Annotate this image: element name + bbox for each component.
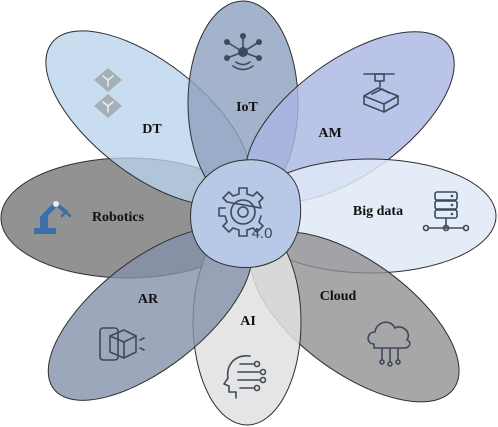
center-label: 4.0 (252, 225, 273, 242)
ai-head-icon (223, 355, 267, 399)
robot-arm-icon (34, 201, 72, 234)
center-hub: 4.0 (190, 159, 302, 268)
petal-label-cloud: Cloud (320, 289, 357, 304)
petal-label-ai: AI (240, 314, 256, 329)
cloud-network-icon (367, 321, 411, 367)
petal-label-iot: IoT (236, 100, 258, 115)
petal-label-big-data: Big data (353, 204, 403, 219)
network-hub-icon (224, 33, 262, 71)
gear-industry-4-icon (218, 187, 264, 237)
petal-label-robotics: Robotics (92, 210, 145, 225)
ar-phone-icon (99, 327, 145, 361)
petal-label-ar: AR (138, 292, 159, 307)
petal-label-dt: DT (142, 122, 162, 137)
center-blob (190, 159, 302, 268)
3d-printer-icon (363, 73, 399, 113)
digital-twin-icon (94, 68, 122, 118)
petal-label-am: AM (318, 126, 341, 141)
database-icon (422, 191, 470, 232)
